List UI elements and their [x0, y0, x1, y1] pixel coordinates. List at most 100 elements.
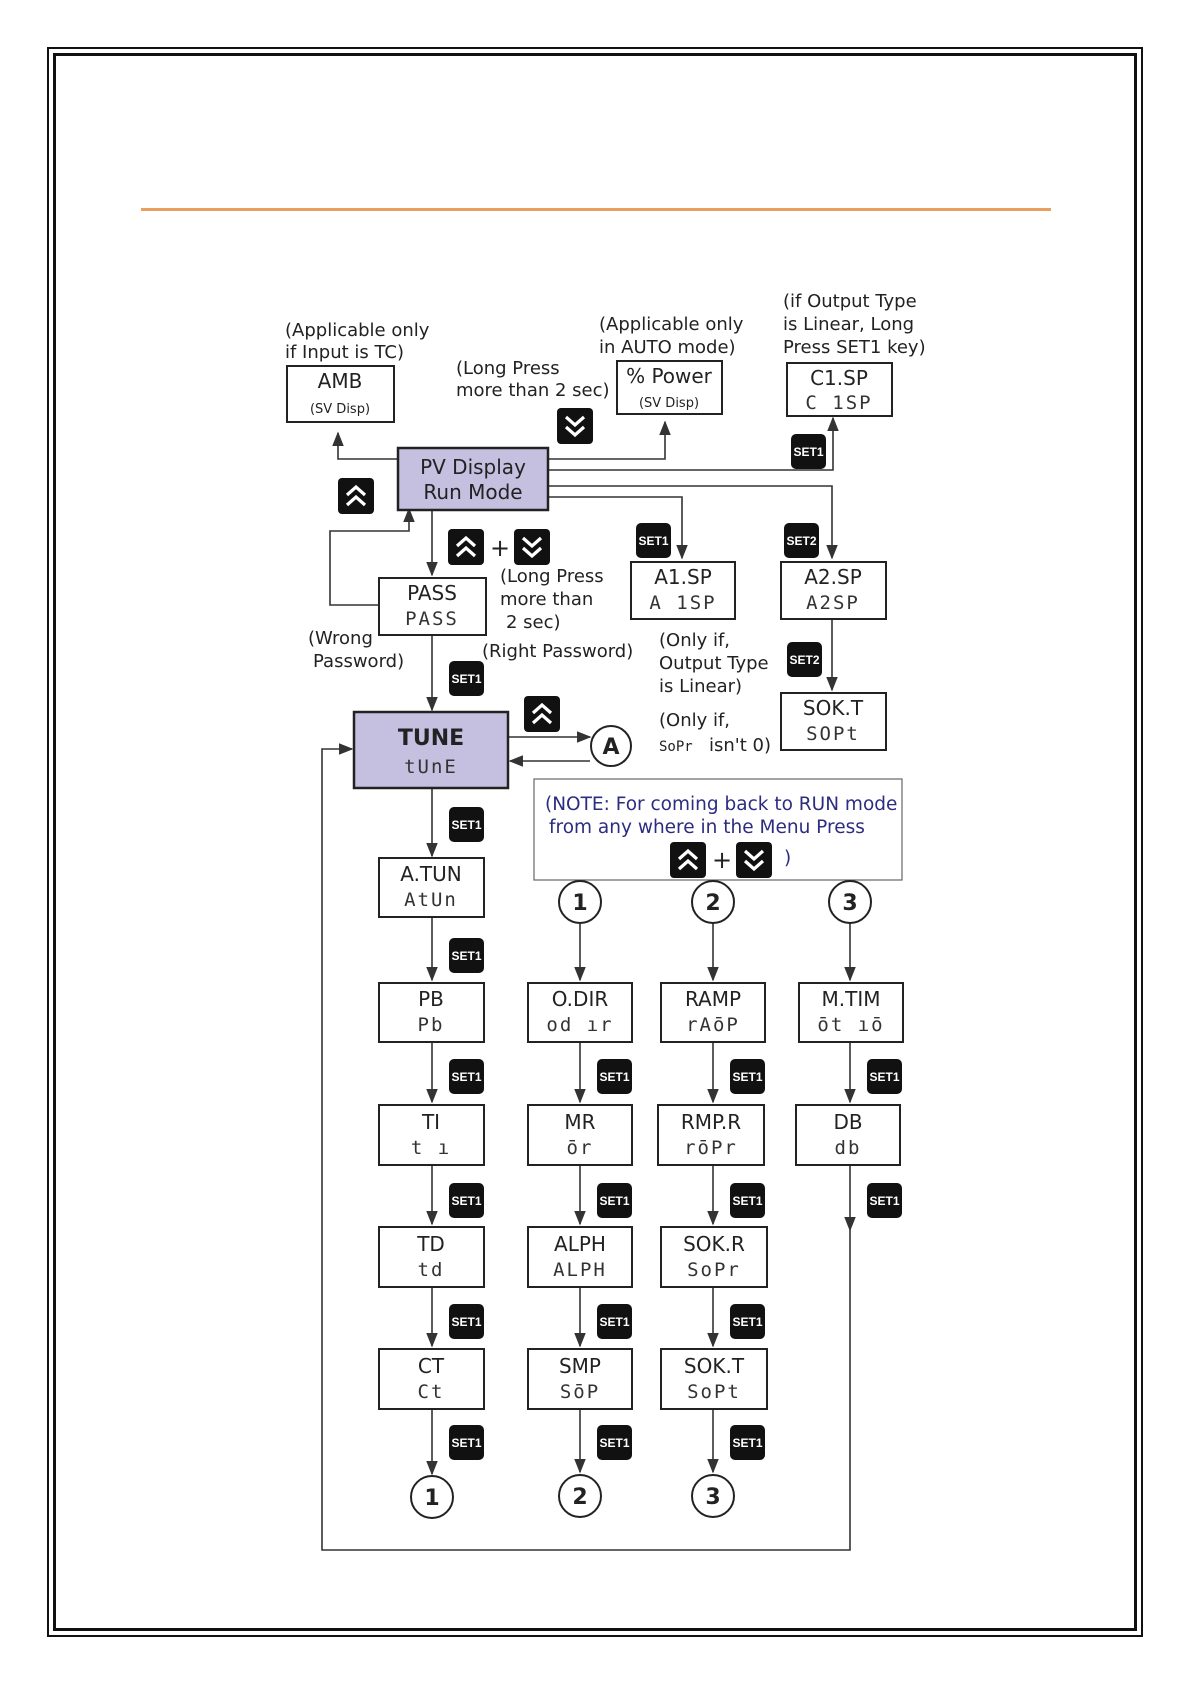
note-linear-2: is Linear, Long [783, 314, 914, 335]
note-longpress-1: (Long Press [456, 358, 560, 379]
set1-key-icon: SET1 [597, 1059, 632, 1094]
svg-text:SET2: SET2 [789, 653, 819, 667]
ti-seg: t ı [411, 1137, 451, 1159]
a1sp-seg: A 1SP [649, 592, 716, 614]
set1-key-icon: SET1 [867, 1059, 902, 1094]
set1-key-icon: SET1 [730, 1304, 765, 1339]
pass-title: PASS [407, 581, 457, 605]
set1-key-icon: SET1 [449, 1059, 484, 1094]
sokt2-seg: SoPt [687, 1381, 741, 1403]
pv-display-box: PV Display Run Mode [396, 446, 550, 512]
atun-title: A.TUN [400, 862, 462, 886]
db-title: DB [833, 1110, 862, 1134]
svg-text:SET1: SET1 [599, 1194, 629, 1208]
sokt2-box: SOK.T SoPt [660, 1348, 768, 1410]
pv-line1: PV Display [420, 455, 526, 479]
smp-seg: SōP [560, 1381, 600, 1403]
set2-key-icon: SET2 [787, 642, 822, 677]
down-key-icon-longpress [555, 406, 595, 446]
rmpr-box: RMP.R rōPr [657, 1104, 765, 1166]
svg-text:SET1: SET1 [732, 1315, 762, 1329]
set1-key-icon: SET1 [597, 1183, 632, 1218]
rmpr-title: RMP.R [681, 1110, 741, 1134]
ramp-title: RAMP [685, 987, 741, 1011]
annotations: (Applicable only if Input is TC) (Long P… [285, 291, 926, 756]
odir-title: O.DIR [552, 987, 609, 1011]
note-wrong-password-1: (Wrong [308, 628, 373, 649]
power-sub: (SV Disp) [639, 396, 699, 411]
ct-title: CT [418, 1354, 445, 1378]
svg-text:SET1: SET1 [599, 1436, 629, 1450]
note-only-2: Output Type [659, 653, 769, 674]
svg-text:SET1: SET1 [451, 1436, 481, 1450]
a2sp-box: A2.SP A2SP [780, 561, 887, 620]
sokr-box: SOK.R SoPr [660, 1226, 768, 1288]
svg-text:SET1: SET1 [732, 1194, 762, 1208]
page-border-inner [53, 53, 1137, 1631]
pv-line2: Run Mode [423, 480, 522, 504]
power-title: % Power [626, 364, 713, 388]
connector-circles: A 1 2 3 1 2 3 [410, 725, 872, 1519]
c1sp-seg: C 1SP [805, 392, 872, 414]
ct-seg: Ct [418, 1381, 445, 1403]
svg-text:SET1: SET1 [638, 534, 668, 548]
set1-key-icon: SET1 [597, 1304, 632, 1339]
note-longpress2-1: (Long Press [500, 566, 604, 587]
note-right-password: (Right Password) [482, 641, 633, 662]
svg-text:SET1: SET1 [869, 1194, 899, 1208]
header-rule [141, 208, 1051, 211]
note-wrong-password-2: Password) [313, 651, 404, 672]
a1sp-box: A1.SP A 1SP [630, 561, 736, 620]
smp-title: SMP [559, 1354, 601, 1378]
note-sopr-3: isn't 0) [709, 735, 771, 756]
key-combo-plus: + [490, 534, 510, 562]
set1-key-icon: SET1 [449, 1304, 484, 1339]
svg-text:SET1: SET1 [451, 1315, 481, 1329]
note-auto-1: (Applicable only [599, 314, 744, 335]
c1sp-title: C1.SP [810, 366, 868, 390]
set2-key-icon: SET2 [784, 523, 819, 558]
note-amb-2: if Input is TC) [285, 342, 404, 363]
set1-key-icon: SET1 [449, 938, 484, 973]
set1-key-icon: SET1 [730, 1183, 765, 1218]
note-down-key-icon [734, 840, 774, 880]
note-only-1: (Only if, [659, 630, 730, 651]
key-icons: + [336, 406, 595, 734]
odir-box: O.DIR od ır [527, 982, 633, 1043]
svg-text:A: A [602, 735, 619, 760]
sokr-title: SOK.R [683, 1232, 745, 1256]
sokt-top-box: SOK.T SOPt [780, 692, 887, 751]
svg-text:SET1: SET1 [451, 949, 481, 963]
run-mode-note-box: (NOTE: For coming back to RUN mode from … [533, 778, 903, 881]
mr-title: MR [564, 1110, 595, 1134]
set1-key-icon: SET1 [449, 807, 484, 842]
td-box: TD td [378, 1226, 485, 1288]
svg-text:SET1: SET1 [451, 1194, 481, 1208]
connector-2-top: 2 [691, 880, 735, 924]
set1-key-icon: SET1 [449, 1183, 484, 1218]
sokt-top-title: SOK.T [803, 696, 864, 720]
svg-text:SET1: SET1 [732, 1070, 762, 1084]
note-up-key-icon [668, 840, 708, 880]
svg-text:2: 2 [572, 1485, 587, 1510]
note-linear-3: Press SET1 key) [783, 337, 926, 358]
mtim-seg: ōt ıō [817, 1014, 884, 1036]
up-key-icon-amb [336, 476, 376, 516]
tune-box: TUNE tUnE [352, 710, 510, 790]
amb-box: AMB (SV Disp) [286, 365, 395, 423]
tune-seg: tUnE [404, 756, 458, 778]
pb-seg: Pb [418, 1014, 445, 1036]
svg-text:SET1: SET1 [451, 818, 481, 832]
ti-box: TI t ı [378, 1104, 485, 1166]
up-key-icon-tune [522, 694, 562, 734]
atun-box: A.TUN AtUn [378, 857, 485, 918]
ramp-box: RAMP rAōP [660, 982, 766, 1043]
ti-title: TI [421, 1110, 440, 1134]
note-auto-2: in AUTO mode) [599, 337, 736, 358]
a2sp-seg: A2SP [806, 592, 860, 614]
set1-key-icon: SET1 [791, 434, 826, 469]
set1-key-icon: SET1 [730, 1425, 765, 1460]
connector-1-bottom: 1 [410, 1475, 454, 1519]
alph-seg: ALPH [553, 1259, 607, 1281]
note-longpress2-2: more than [500, 589, 593, 610]
